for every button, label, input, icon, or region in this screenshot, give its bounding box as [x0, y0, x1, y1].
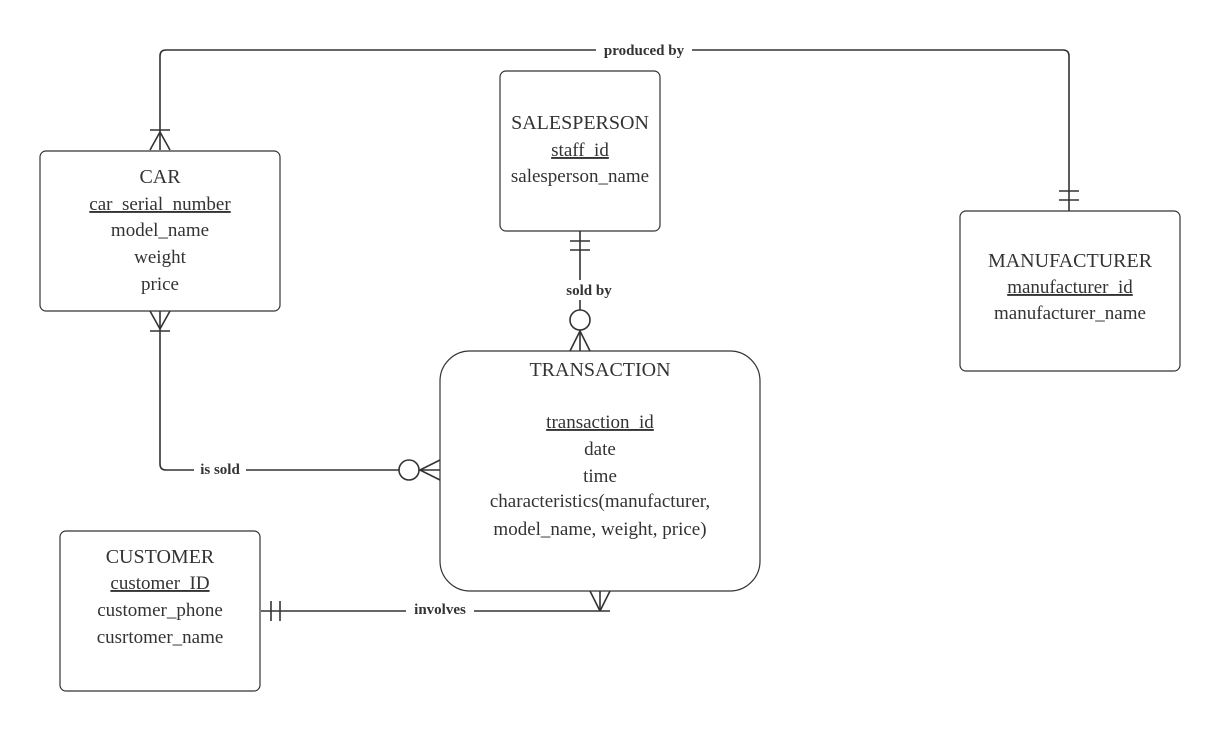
transaction-is-sold-zero-many-marker [398, 459, 441, 481]
relationship-involves: involves [406, 600, 474, 620]
transaction-involves-crowfoot-marker [589, 590, 611, 612]
entity-customer-title: CUSTOMER [106, 546, 215, 568]
relationship-produced-by-label: produced by [604, 43, 685, 59]
entity-manufacturer-primary-key: manufacturer_id [1007, 277, 1133, 298]
car-is-sold-crowfoot-marker [149, 310, 171, 332]
entity-car-attribute: price [141, 274, 179, 295]
transaction-sold-by-zero-many-marker [569, 309, 591, 352]
entity-transaction-attribute: characteristics(manufacturer, [490, 491, 710, 512]
manufacturer-produced-by-one-marker [1059, 190, 1079, 201]
relationship-sold-by: sold by [558, 280, 620, 300]
relationship-involves-label: involves [414, 602, 466, 618]
entity-customer-attribute: customer_phone [97, 600, 223, 621]
entity-transaction-primary-key: transaction_id [546, 412, 654, 433]
relationship-sold-by-label: sold by [566, 283, 612, 299]
customer-involves-one-marker [270, 601, 281, 621]
entity-transaction[interactable]: TRANSACTION transaction_id date time cha… [439, 350, 761, 592]
entity-manufacturer-title: MANUFACTURER [988, 250, 1153, 272]
entity-manufacturer[interactable]: MANUFACTURER manufacturer_id manufacture… [959, 210, 1181, 372]
salesperson-sold-by-one-marker [570, 240, 590, 251]
entity-salesperson-title: SALESPERSON [511, 112, 649, 134]
relationship-is-sold-label: is sold [200, 462, 240, 478]
relationship-produced-by: produced by [596, 40, 692, 60]
entity-car[interactable]: CAR car_serial_number model_name weight … [39, 150, 281, 312]
entity-manufacturer-attribute: manufacturer_name [994, 303, 1146, 324]
car-produced-by-crowfoot-marker [149, 129, 171, 151]
entity-car-title: CAR [139, 166, 181, 188]
entity-transaction-title: TRANSACTION [529, 359, 670, 381]
entity-customer-primary-key: customer_ID [110, 573, 209, 594]
entity-salesperson[interactable]: SALESPERSON staff_id salesperson_name [499, 70, 661, 232]
entity-salesperson-primary-key: staff_id [551, 140, 609, 161]
entity-car-attribute: model_name [111, 220, 209, 241]
is-sold-connector [159, 311, 440, 471]
entity-customer-attribute: cusrtomer_name [97, 627, 224, 648]
entity-transaction-attribute: time [583, 466, 617, 487]
entity-customer[interactable]: CUSTOMER customer_ID customer_phone cusr… [59, 530, 261, 692]
entity-car-attribute: weight [134, 247, 186, 268]
entity-car-primary-key: car_serial_number [89, 194, 231, 215]
entity-transaction-attribute: model_name, weight, price) [493, 519, 706, 540]
relationship-is-sold: is sold [194, 460, 246, 480]
entity-salesperson-attribute: salesperson_name [511, 166, 649, 187]
entity-transaction-attribute: date [584, 439, 616, 460]
